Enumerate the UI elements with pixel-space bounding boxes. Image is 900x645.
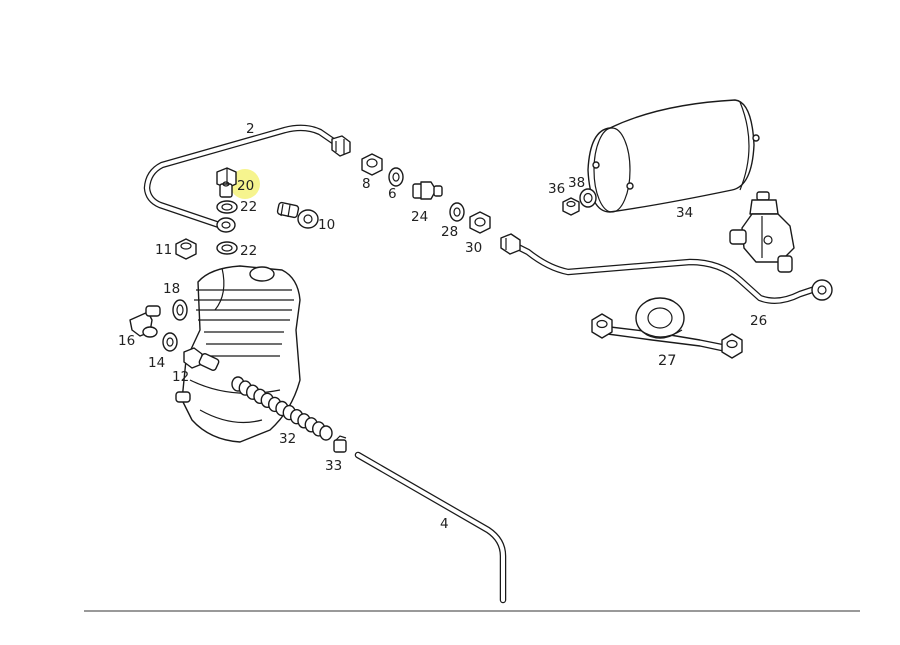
- part-22-washer-upper[interactable]: [216, 200, 238, 214]
- label-26: 26: [750, 313, 767, 329]
- part-6-ring[interactable]: [388, 167, 404, 187]
- part-30-nut[interactable]: [469, 211, 491, 234]
- label-22-upper: 22: [240, 199, 257, 215]
- part-12-connector[interactable]: [183, 347, 220, 371]
- label-20[interactable]: 20: [237, 178, 254, 194]
- label-11: 11: [155, 242, 172, 258]
- label-4: 4: [440, 516, 449, 532]
- label-22-lower: 22: [240, 243, 257, 259]
- label-2: 2: [246, 121, 255, 137]
- label-16: 16: [118, 333, 135, 349]
- label-32: 32: [279, 431, 296, 447]
- label-24: 24: [411, 209, 428, 225]
- part-28-ring[interactable]: [449, 202, 465, 222]
- pipe-2-lower-nut: [216, 217, 236, 233]
- label-18: 18: [163, 281, 180, 297]
- label-30: 30: [465, 240, 482, 256]
- part-34-air-tank[interactable]: [587, 99, 760, 213]
- pipe-26-banjo-end: [811, 279, 833, 301]
- label-28: 28: [441, 224, 458, 240]
- part-labels: 2 20 22 10 11 22 8 6 24 28 30 36 38 34 2…: [118, 121, 767, 532]
- part-8-union-nut[interactable]: [361, 153, 383, 176]
- part-32-corrugated-hose[interactable]: [231, 376, 333, 441]
- part-14-washer[interactable]: [162, 332, 178, 352]
- label-8: 8: [362, 176, 371, 192]
- pipe-26-nut: [500, 233, 521, 255]
- label-14: 14: [148, 355, 165, 371]
- label-10: 10: [318, 217, 335, 233]
- label-38: 38: [568, 175, 585, 191]
- label-36: 36: [548, 181, 565, 197]
- pipe-part-2: [143, 124, 351, 233]
- pipe-part-4: [354, 451, 507, 604]
- hose-segment: [319, 425, 333, 441]
- part-20-banjo-bolt[interactable]: [216, 167, 260, 199]
- part-16-elbow[interactable]: [129, 305, 161, 338]
- label-27: 27: [658, 353, 676, 369]
- part-33-clip[interactable]: [333, 435, 347, 453]
- label-6: 6: [388, 186, 397, 202]
- part-10-banjo-fitting[interactable]: [276, 201, 319, 229]
- part-38-seal-ring[interactable]: [579, 188, 597, 208]
- part-27-mount[interactable]: [591, 297, 743, 359]
- label-12: 12: [172, 369, 189, 385]
- part-18-washer[interactable]: [172, 299, 188, 321]
- label-34: 34: [676, 205, 693, 221]
- part-36-drain-plug[interactable]: [562, 197, 580, 216]
- part-24-connector[interactable]: [412, 181, 443, 200]
- label-33: 33: [325, 458, 342, 474]
- pipe-2-upper-nut: [331, 135, 351, 157]
- part-22-washer-lower[interactable]: [216, 241, 238, 255]
- highlight-marker: [230, 169, 260, 199]
- pipe-part-26: [500, 233, 833, 304]
- part-11-nut[interactable]: [175, 238, 197, 260]
- pressure-valve[interactable]: [729, 191, 795, 273]
